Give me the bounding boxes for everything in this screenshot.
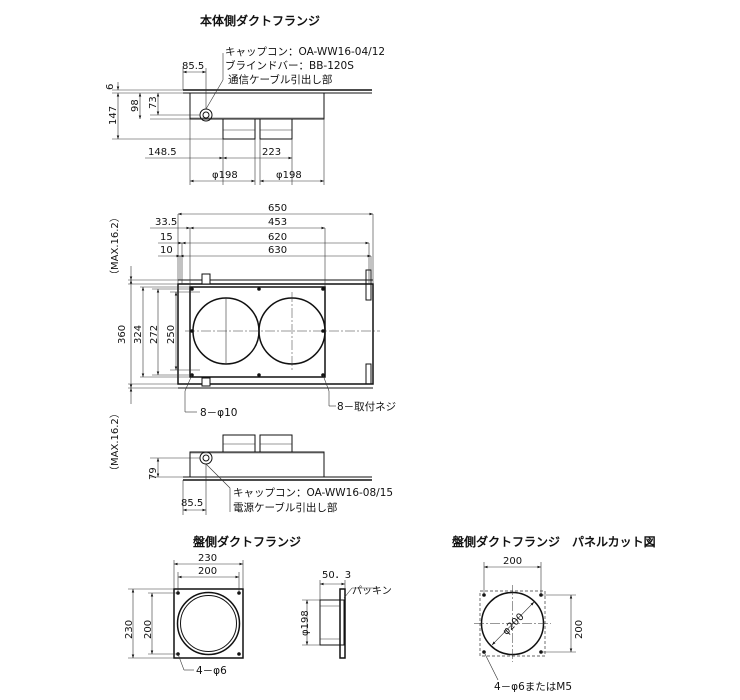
- plan-hole-label: 8－φ10: [200, 407, 237, 419]
- panel-side-dim-50-3: 50．3: [322, 570, 351, 581]
- top-dim-phi198-b: φ198: [276, 170, 302, 181]
- plan-dim-10: 10: [160, 245, 173, 256]
- plan-handle-top: [365, 269, 372, 301]
- panel-cut-dim-200w: 200: [503, 556, 522, 567]
- plan-dim-630: 630: [268, 245, 287, 256]
- panel-cut-view: 200 200 φ200 4－φ6またはM5: [474, 556, 585, 693]
- bottom-cable-port: [199, 451, 213, 465]
- plan-dim-250: 250: [166, 325, 177, 344]
- panel-side-duct: [319, 599, 345, 646]
- bottom-duct-socket-right: [259, 434, 293, 453]
- plan-dim-max-top: （MAX.16.2）: [109, 212, 121, 280]
- top-dim-223: 223: [262, 147, 281, 158]
- top-dim-147: 147: [108, 106, 119, 125]
- panel-cut-dim-200h: 200: [574, 620, 585, 639]
- bottom-dim-79: 79: [148, 467, 159, 480]
- title-panel-cut: 盤側ダクトフランジ パネルカット図: [451, 534, 656, 549]
- bottom-dim-85-5: 85.5: [181, 498, 203, 509]
- panel-cut-hole-label: 4－φ6またはM5: [494, 681, 572, 693]
- panel-front-view: 230 200 230 200 4－φ6: [124, 553, 244, 677]
- plan-dim-453: 453: [268, 217, 287, 228]
- plan-dim-max-bottom: （MAX.16.2）: [109, 408, 121, 476]
- panel-front-dim-200w: 200: [198, 566, 217, 577]
- plan-cap-bottom: [201, 377, 211, 387]
- top-blind-label: ブラインドバー：BB-120S: [225, 59, 354, 72]
- panel-side-dim-phi198: φ198: [300, 610, 311, 636]
- top-cap-label: キャップコン：OA-WW16-04/12: [225, 46, 385, 58]
- top-dim-148-5: 148.5: [148, 147, 177, 158]
- plan-dim-324: 324: [133, 325, 144, 344]
- panel-front-dim-200h: 200: [143, 620, 154, 639]
- plan-dim-620: 620: [268, 232, 287, 243]
- plan-view: 650 33.5 453 15 620 10 630 （MAX.16.2）: [109, 203, 396, 476]
- bottom-cable-label: 電源ケーブル引出し部: [233, 501, 337, 514]
- top-view: キャップコン：OA-WW16-04/12 ブラインドバー：BB-120S 通信ケ…: [105, 46, 385, 185]
- top-dim-98: 98: [130, 99, 141, 112]
- panel-front-duct-outer: [176, 591, 241, 656]
- plan-screw-label: 8－取付ネジ: [337, 400, 396, 413]
- bottom-duct-socket-left: [222, 434, 256, 453]
- top-leader: [205, 79, 224, 110]
- plan-outer-body: [177, 283, 374, 385]
- panel-front-dim-230w: 230: [198, 553, 217, 564]
- plan-handle-bottom: [365, 363, 372, 385]
- panel-cut-dim-phi200: φ200: [501, 611, 527, 637]
- plan-dim-272: 272: [149, 325, 160, 344]
- top-duct-socket-right: [259, 118, 293, 140]
- bottom-cap-label: キャップコン：OA-WW16-08/15: [233, 487, 393, 499]
- plan-dim-33-5: 33.5: [155, 217, 177, 228]
- bottom-flange-body: [189, 451, 325, 478]
- top-dim-73: 73: [148, 96, 159, 109]
- top-duct-socket-left: [222, 118, 256, 140]
- plan-cap-top: [201, 273, 211, 285]
- panel-side-view: 50．3 φ198 パッキン: [300, 570, 392, 659]
- top-dim-phi198-a: φ198: [212, 170, 238, 181]
- top-dim-6: 6: [105, 84, 116, 90]
- panel-side-packing-label: パッキン: [352, 585, 392, 597]
- top-cable-label: 通信ケーブル引出し部: [228, 73, 332, 86]
- top-flange-body: [189, 92, 325, 120]
- plan-dim-15: 15: [160, 232, 173, 243]
- title-panel: 盤側ダクトフランジ: [192, 534, 301, 549]
- panel-front-hole-label: 4－φ6: [196, 665, 227, 677]
- title-main: 本体側ダクトフランジ: [200, 13, 320, 28]
- plan-dim-360: 360: [117, 325, 128, 344]
- bottom-view: 79 85.5 キャップコン：OA-WW16-08/15 電源ケーブル引出し部: [148, 434, 393, 515]
- top-dim-85-5: 85.5: [182, 61, 204, 72]
- panel-front-dim-230h: 230: [124, 620, 135, 639]
- panel-side-plate: [339, 588, 346, 659]
- panel-front-plate: [173, 588, 244, 659]
- plan-dim-650: 650: [268, 203, 287, 214]
